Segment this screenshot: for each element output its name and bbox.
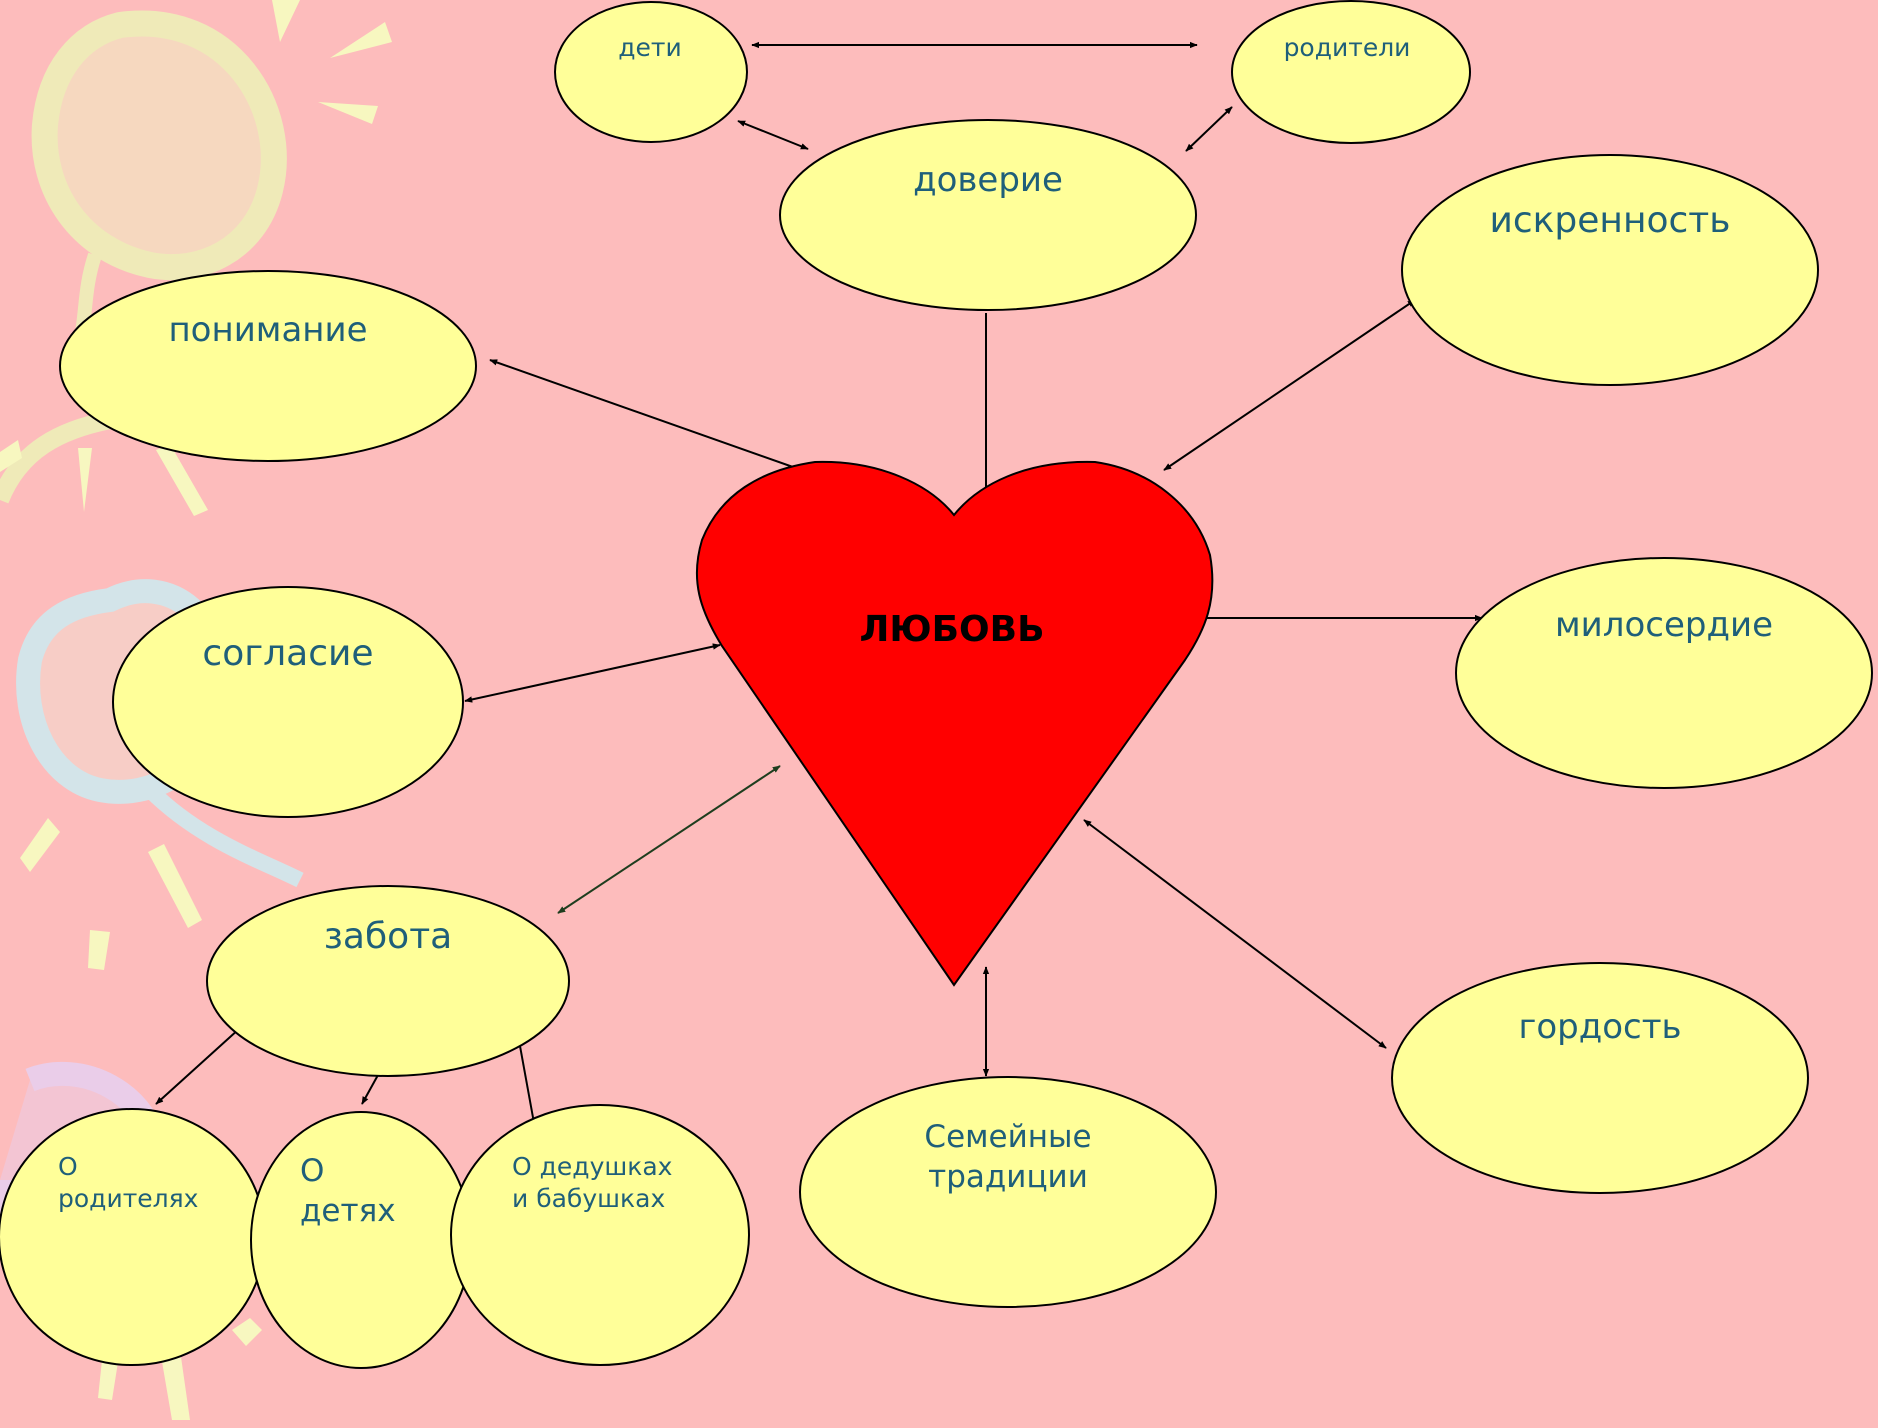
node-o-roditelyakh-label-line1: О — [58, 1152, 78, 1181]
node-o-babushkakh-label-line2: и бабушках — [512, 1184, 665, 1213]
connector-zabota-o-roditelyakh — [155, 1018, 251, 1105]
connector-roditeli-doverie — [1185, 106, 1233, 152]
node-o-detyakh-label-line1: О — [300, 1153, 324, 1189]
connector-zabota-heart — [557, 765, 781, 914]
node-deti-label: дети — [618, 33, 681, 62]
connector-soglasie-heart — [464, 643, 721, 703]
center-label: ЛЮБОВЬ — [859, 609, 1044, 650]
node-roditeli-label: родители — [1284, 33, 1411, 62]
node-doverie[interactable]: доверие — [779, 119, 1197, 311]
connector-ponimanie-heart — [489, 359, 811, 474]
node-roditeli[interactable]: родители — [1231, 0, 1471, 144]
connectors — [155, 41, 1483, 1135]
node-ponimanie-label: понимание — [168, 310, 367, 350]
node-gordost[interactable]: гордость — [1391, 962, 1809, 1194]
connector-iskrennost-heart — [1163, 299, 1416, 471]
node-iskrennost-label: искренность — [1489, 200, 1730, 241]
node-soglasie-label: согласие — [202, 633, 373, 674]
node-o-roditelyakh[interactable]: О родителях — [0, 1108, 266, 1366]
node-doverie-label: доверие — [913, 160, 1063, 200]
connector-zabota-o-detyakh — [361, 1074, 379, 1105]
node-zabota[interactable]: забота — [206, 885, 570, 1077]
node-ponimanie[interactable]: понимание — [59, 270, 477, 462]
node-traditsii-label-line1: Семейные — [924, 1119, 1091, 1155]
node-semeynye-traditsii[interactable]: Семейные традиции — [799, 1076, 1217, 1308]
node-traditsii-label-line2: традиции — [928, 1159, 1088, 1195]
node-gordost-label: гордость — [1518, 1007, 1681, 1047]
node-o-dedushkakh-i-babushkakh[interactable]: О дедушках и бабушках — [450, 1104, 750, 1366]
connector-deti-doverie — [737, 120, 809, 150]
node-miloserdie[interactable]: милосердие — [1455, 557, 1873, 789]
node-soglasie[interactable]: согласие — [112, 586, 464, 818]
node-o-detyakh[interactable]: О детях — [250, 1111, 472, 1369]
node-miloserdie-label: милосердие — [1555, 605, 1773, 645]
node-zabota-label: забота — [324, 916, 452, 957]
connector-gordost-heart — [1083, 819, 1387, 1049]
node-deti[interactable]: дети — [554, 1, 748, 143]
node-o-detyakh-label-line2: детях — [300, 1193, 396, 1229]
node-o-roditelyakh-label-line2: родителях — [58, 1184, 198, 1213]
node-iskrennost[interactable]: искренность — [1401, 154, 1819, 386]
heart-shape — [695, 460, 1214, 987]
sunburst-decoration-icon — [0, 0, 392, 1420]
node-o-babushkakh-label-line1: О дедушках — [512, 1152, 672, 1181]
